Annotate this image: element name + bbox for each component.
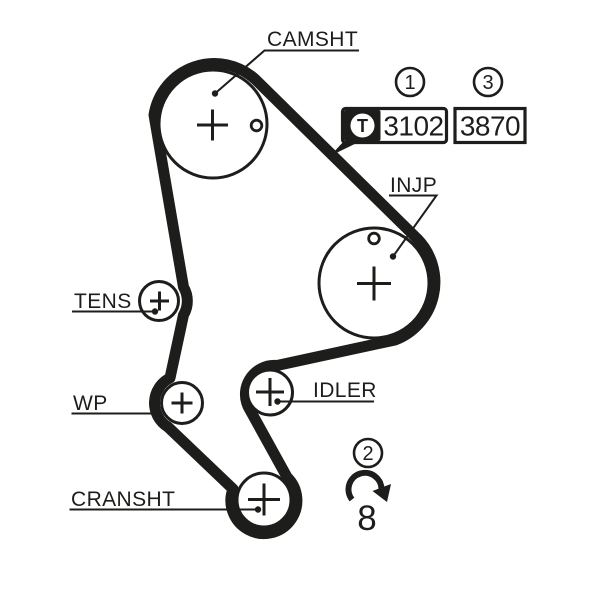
camshaft-label: CAMSHT — [267, 28, 358, 51]
crankshaft-leader-dot — [254, 506, 262, 513]
tensioner-pulley — [138, 280, 180, 322]
tensioner-callout: TENS — [72, 290, 159, 315]
idler-pulley — [246, 368, 294, 417]
kit-code: 3870 — [460, 111, 520, 142]
rotation-arrow-icon — [345, 469, 385, 502]
idler-center-cross-icon — [256, 378, 284, 406]
tensioner-center-cross-icon — [150, 291, 169, 311]
water-pump-center-cross-icon — [171, 392, 193, 414]
camshaft-center-cross-icon — [197, 109, 228, 141]
camshaft-pulley — [157, 68, 269, 180]
injection-pump-label: INJP — [390, 174, 437, 197]
ref-3-circle-icon — [472, 66, 504, 98]
crankshaft-center-cross-icon — [248, 483, 280, 516]
kit-code-box — [453, 106, 527, 145]
t-icon: T — [357, 116, 368, 136]
ref-3-number: 3 — [482, 72, 493, 94]
rotation-arrowhead-icon — [372, 484, 391, 502]
ref-1-circle-icon — [394, 66, 426, 98]
idler-callout: IDLER — [274, 379, 377, 405]
t-icon-circle — [350, 113, 375, 138]
camshaft-leader-line — [214, 49, 359, 95]
tooth-count: 8 — [357, 499, 376, 538]
belt-code: 3102 — [383, 111, 443, 142]
injection-pump-center-cross-icon — [357, 266, 391, 301]
crankshaft-label: CRANSHT — [71, 488, 175, 511]
camshaft-timing-mark-icon — [249, 118, 264, 133]
injection-pump-leader-line — [389, 194, 439, 258]
injection-pump-leader-dot — [389, 253, 397, 260]
water-pump-label: WP — [73, 392, 108, 415]
camshaft-callout: CAMSHT — [211, 28, 359, 97]
part-badge-kit: 3 3870 — [453, 66, 527, 145]
ref-2-number: 2 — [362, 443, 373, 465]
camshaft-leader-dot — [211, 90, 219, 97]
injection-pump-pulley — [317, 226, 431, 340]
part-badge-belt: 1 T 3102 — [330, 66, 449, 156]
water-pump-callout: WP — [71, 392, 162, 417]
crankshaft-callout: CRANSHT — [69, 488, 262, 513]
water-pump-pulley — [160, 381, 204, 425]
ref-1-number: 1 — [404, 72, 415, 94]
injection-pump-timing-mark-icon — [367, 231, 381, 246]
timing-belt — [148, 58, 441, 539]
ref-2-circle-icon — [352, 437, 384, 469]
rotation-indicator: 2 8 — [345, 437, 391, 538]
injection-pump-callout: INJP — [389, 174, 439, 260]
tensioner-leader-dot — [151, 308, 159, 315]
crankshaft-pulley — [235, 471, 293, 529]
tensioner-label: TENS — [74, 290, 132, 313]
water-pump-leader-dot — [154, 410, 162, 417]
belt-code-tag: T 3102 — [330, 106, 449, 156]
idler-label: IDLER — [313, 379, 377, 402]
idler-leader-dot — [274, 398, 281, 405]
